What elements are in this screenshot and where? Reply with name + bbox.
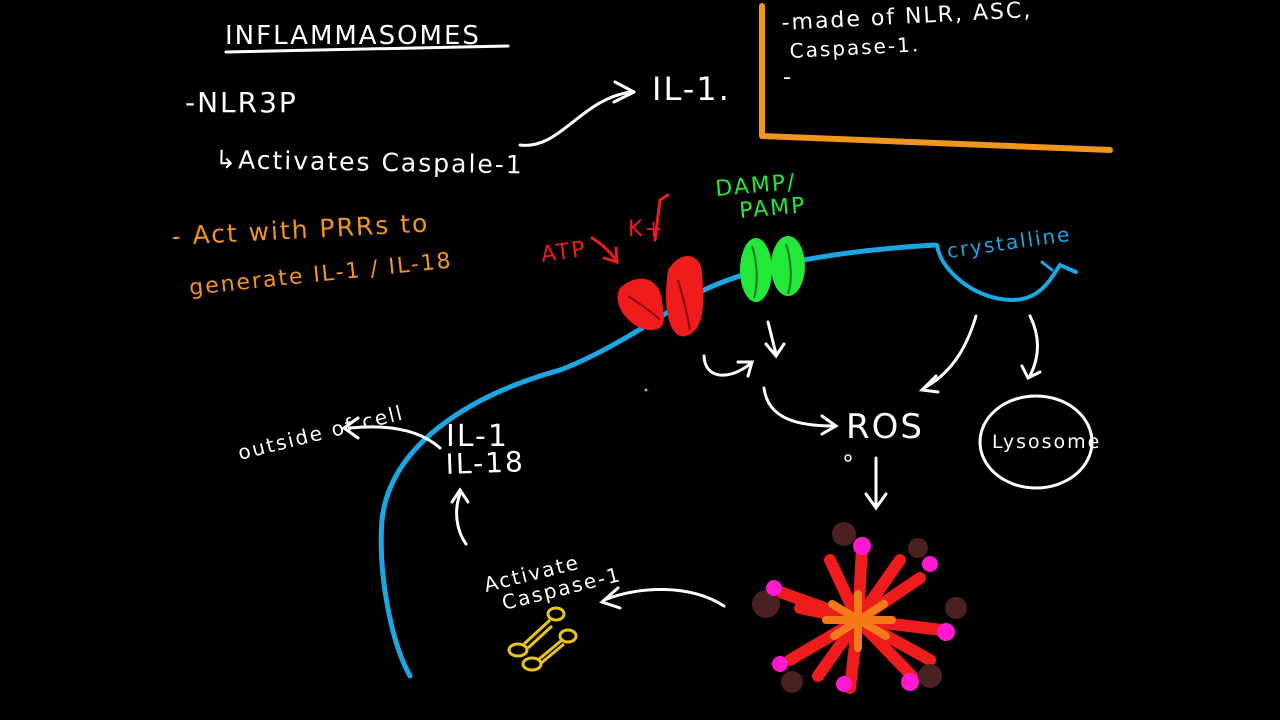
caspase-1-icon (507, 606, 578, 672)
phagosome-membrane (935, 243, 1078, 303)
box-note-line3: - (783, 65, 793, 90)
arrow-p2x7-to-tlr (702, 354, 752, 377)
arrow-p2x7-to-tlr-head (736, 360, 754, 378)
nlrp-label: -NLR3P (185, 86, 298, 119)
arrow-complex-to-caspase (602, 588, 726, 608)
arrow-ros-down-head (864, 492, 888, 511)
activates-caspase-note: ↳Activates Caspale-1 (215, 145, 524, 179)
p2x7-receptor-icon (617, 255, 704, 337)
il1-top-label: IL-1. (652, 70, 731, 108)
arrow-to-lysosome (1028, 314, 1039, 378)
arrow-caspase-up (455, 492, 468, 546)
arrow-to-il1 (518, 90, 632, 147)
arrow-to-il1-head (612, 80, 636, 104)
ros-label: ROS (846, 407, 924, 447)
arrow-to-lysosome-head (1020, 364, 1042, 381)
crystal-tick (1040, 260, 1054, 272)
ros-dot (844, 454, 852, 462)
arrow-tlr-down-head (764, 342, 786, 359)
note-box-border (759, 3, 1113, 153)
k-label: K+ (628, 217, 665, 242)
il18-label: IL-18 (445, 445, 525, 481)
arrow-to-ros (762, 386, 836, 428)
atp-arrow-head (602, 246, 619, 265)
inflammasome-complex-icon (752, 522, 967, 694)
arrow-to-outside (348, 425, 442, 450)
arrow-crystal-to-ros (922, 314, 978, 390)
arrow-tlr-down (766, 320, 778, 356)
atp-arrow (590, 236, 618, 262)
stray-dot (644, 388, 648, 392)
arrow-caspase-up-head (450, 487, 470, 504)
arrow-crystal-to-ros-head (918, 374, 940, 394)
title: INFLAMMASOMES (225, 21, 481, 51)
arrow-to-ros-head (820, 414, 839, 436)
damp-label-line2: PAMP (738, 193, 807, 224)
k-arrow (653, 193, 670, 242)
arrow-to-outside-head (341, 416, 360, 440)
lysosome-outline (978, 394, 1094, 490)
lysosome-label: Lysosome (992, 431, 1101, 453)
arrow-complex-to-caspase-head (599, 586, 622, 610)
title-underline (224, 44, 510, 54)
tlr-receptor-icon (740, 236, 805, 302)
il1-label: IL-1 (446, 419, 509, 454)
